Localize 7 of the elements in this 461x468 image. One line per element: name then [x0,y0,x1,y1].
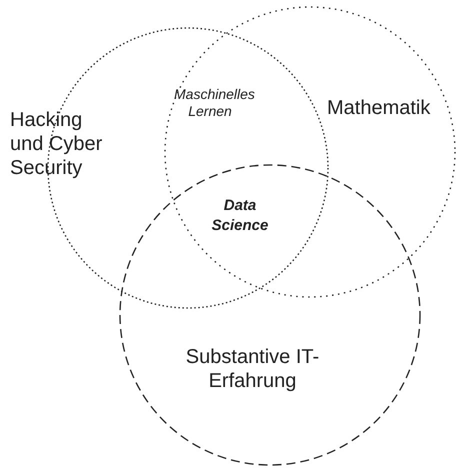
venn-circle [164,6,456,298]
intersection-label: Maschinelles Lernen [173,86,256,120]
set-label: Mathematik [327,96,432,120]
set-label: Hacking und Cyber Security [10,108,104,180]
venn-circle [119,164,421,466]
set-label: Substantive IT-Erfahrung [185,345,320,393]
center-label: Data Science [210,196,270,236]
